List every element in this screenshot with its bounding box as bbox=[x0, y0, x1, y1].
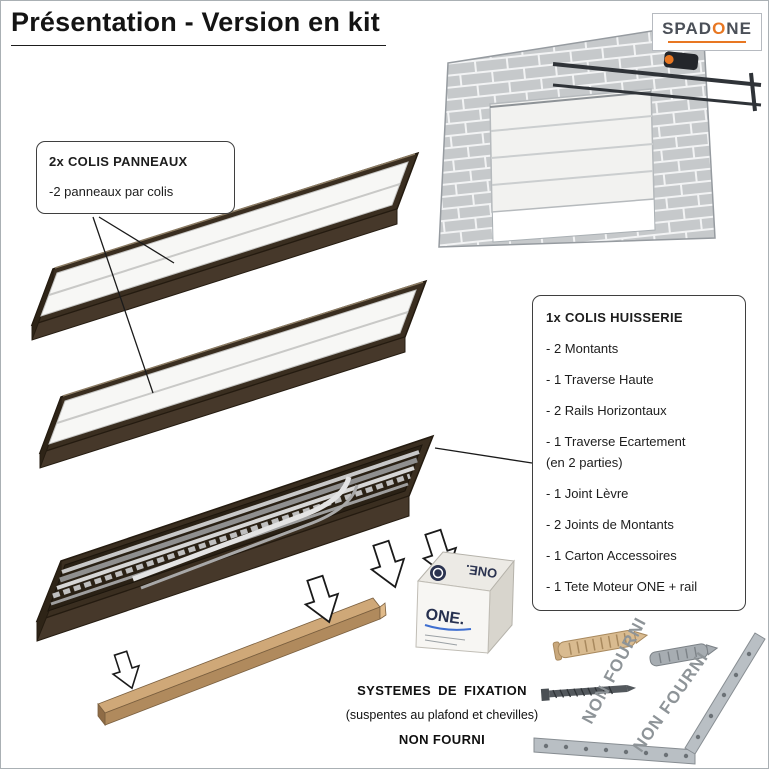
brand-name: SPADONE bbox=[653, 20, 761, 38]
fixation-caption: SYSTEMES DE FIXATION (suspentes au plafo… bbox=[321, 683, 563, 747]
huisserie-item-carton-accessoires: - 1 Carton Accessoires bbox=[546, 548, 677, 563]
door-lintel-line bbox=[489, 91, 652, 108]
bracket-holes bbox=[543, 651, 752, 759]
angle-bracket bbox=[533, 632, 766, 765]
box-front-decor bbox=[424, 624, 472, 646]
huisserie-item-en-2-parties: (en 2 parties) bbox=[546, 455, 623, 470]
fixation-subheading: (suspentes au plafond et chevilles) bbox=[345, 708, 539, 722]
huisserie-item-montants: - 2 Montants bbox=[546, 341, 619, 356]
tray-far-edge-highlight bbox=[62, 281, 424, 397]
callout-panneaux-title: 2x COLIS PANNEAUX bbox=[49, 154, 188, 169]
wall-plug-2 bbox=[649, 643, 719, 667]
brand-text-left: SPAD bbox=[662, 19, 713, 38]
fixation-hardware: NON FOURNI NON FOURNI bbox=[533, 614, 766, 765]
hardware-package bbox=[35, 434, 435, 642]
motor-head-icon bbox=[663, 51, 699, 71]
panel-package-2 bbox=[38, 279, 428, 469]
page-title: Présentation - Version en kit bbox=[11, 7, 386, 46]
brand-underline bbox=[668, 41, 746, 43]
panel-divider-line bbox=[48, 183, 401, 296]
motor-box-illustration: ONE. ONE. bbox=[415, 551, 515, 655]
huisserie-item-traverse-ecartement: - 1 Traverse Ecartement bbox=[546, 434, 686, 449]
fixation-heading: SYSTEMES DE FIXATION bbox=[357, 683, 527, 698]
panel-divider-line bbox=[56, 311, 409, 424]
screw bbox=[540, 685, 637, 701]
pointer-line-huisserie bbox=[434, 447, 533, 464]
callout-huisserie-title: 1x COLIS HUISSERIE bbox=[546, 310, 683, 325]
box-front-face bbox=[415, 580, 491, 654]
down-arrow-1 bbox=[303, 574, 340, 624]
pointer-lines bbox=[92, 216, 533, 464]
horizontal-rails bbox=[552, 62, 762, 112]
wood-batten bbox=[97, 597, 387, 727]
callout-colis-panneaux: 2x COLIS PANNEAUX -2 panneaux par colis bbox=[36, 141, 235, 214]
huisserie-item-joints-montants: - 2 Joints de Montants bbox=[546, 517, 674, 532]
down-arrow-2 bbox=[369, 539, 406, 589]
huisserie-item-rails-horizontaux: - 2 Rails Horizontaux bbox=[546, 403, 667, 418]
box-logo-ring bbox=[432, 567, 444, 579]
door-panel-joints bbox=[490, 115, 654, 186]
box-front-brand-text: ONE. bbox=[424, 606, 465, 628]
brand-logo: SPADONE bbox=[652, 13, 762, 51]
rails-inside bbox=[50, 450, 420, 606]
tray-end-wall bbox=[36, 560, 62, 642]
pointer-line-panneaux-2 bbox=[92, 216, 154, 394]
down-arrow-4 bbox=[111, 650, 141, 690]
wall-plug-1 bbox=[552, 630, 649, 661]
huisserie-item-tete-moteur: - 1 Tete Moteur ONE + rail bbox=[546, 579, 698, 594]
box-top-brand-text: ONE. bbox=[465, 562, 499, 581]
watermark-non-fourni-1: NON FOURNI bbox=[578, 614, 650, 727]
brand-accent-letter: O bbox=[712, 19, 727, 38]
fixation-status: NON FOURNI bbox=[398, 732, 486, 747]
huisserie-item-joint-levre: - 1 Joint Lèvre bbox=[546, 486, 629, 501]
callout-panneaux-note: -2 panneaux par colis bbox=[49, 184, 174, 199]
huisserie-item-traverse-haute: - 1 Traverse Haute bbox=[546, 372, 654, 387]
tray-end-wall bbox=[39, 396, 62, 469]
garage-illustration bbox=[438, 22, 762, 248]
brand-text-right: NE bbox=[726, 19, 752, 38]
callout-colis-huisserie: 1x COLIS HUISSERIE - 2 Montants - 1 Trav… bbox=[532, 295, 746, 611]
pointer-line-panneaux-1 bbox=[98, 216, 175, 264]
tray-end-wall bbox=[31, 268, 54, 341]
tray-far-edge-highlight bbox=[54, 153, 416, 269]
box-logo-circle bbox=[430, 565, 446, 581]
